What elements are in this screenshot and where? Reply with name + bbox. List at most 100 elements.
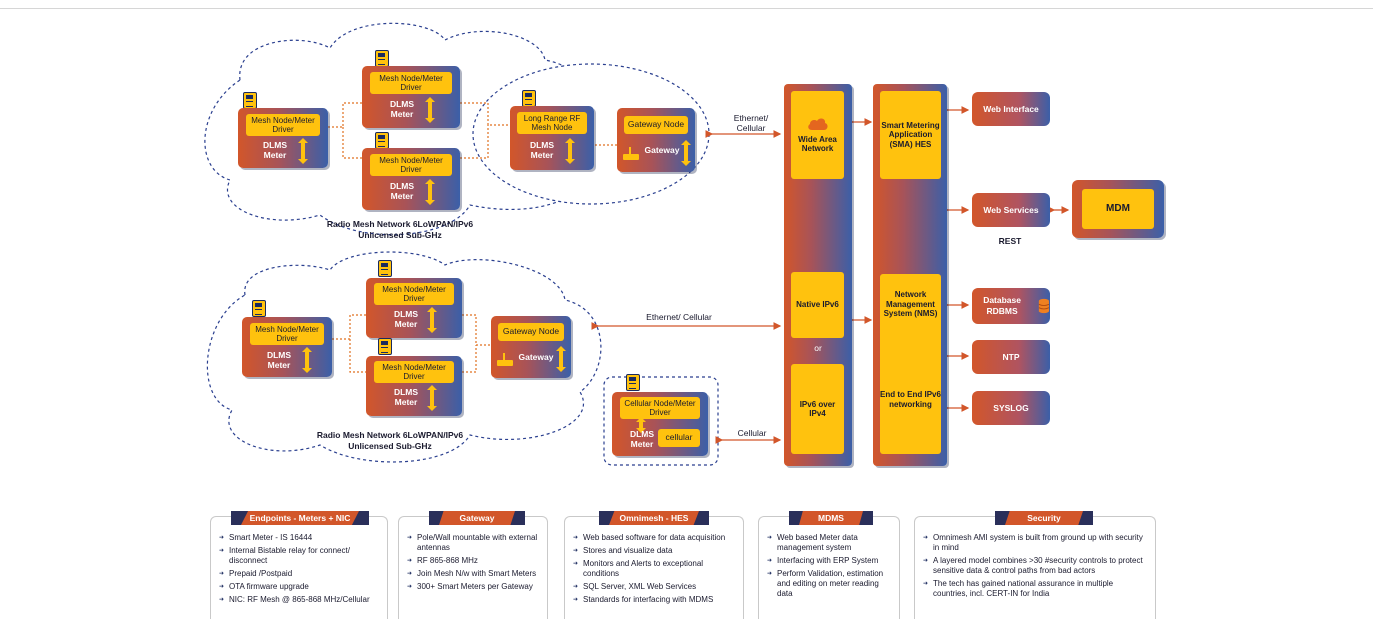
panel-title: Security <box>1005 511 1083 525</box>
mesh-node-label: Mesh Node/Meter Driver <box>374 283 454 305</box>
list-item: Perform Validation, estimation and editi… <box>767 569 893 599</box>
mesh-node-block: Mesh Node/Meter Driver DLMS Meter <box>366 278 462 338</box>
list-item: A layered model combines >30 #security c… <box>923 556 1149 576</box>
bidirectional-arrow-icon <box>302 347 312 373</box>
panel-title: MDMS <box>799 511 863 525</box>
mesh-node-label: Mesh Node/Meter Driver <box>250 323 324 345</box>
mesh-node-label: Mesh Node/Meter Driver <box>370 72 452 94</box>
router-icon <box>497 353 513 366</box>
list-item: Smart Meter - IS 16444 <box>219 533 381 543</box>
mesh-node-block: Mesh Node/Meter Driver DLMS Meter <box>362 148 460 210</box>
list-item: Prepaid /Postpaid <box>219 569 381 579</box>
panel-list: Web based Meter data management system I… <box>767 533 893 602</box>
panel-title: Gateway <box>439 511 515 525</box>
cloud-title: Radio Mesh Network 6LoWPAN/IPv6 <box>316 430 464 440</box>
panel-tab: Endpoints - Meters + NIC <box>231 511 369 525</box>
panel-tab: MDMS <box>789 511 873 525</box>
list-item: 300+ Smart Meters per Gateway <box>407 582 541 592</box>
web-interface-box: Web Interface <box>972 92 1050 126</box>
list-item: RF 865-868 MHz <box>407 556 541 566</box>
panel-tab: Security <box>995 511 1093 525</box>
bidirectional-arrow-icon <box>425 179 435 205</box>
cloud-label: Radio Mesh Network 6LoWPAN/IPv6 Unlicens… <box>300 430 480 452</box>
list-item: SQL Server, XML Web Services <box>573 582 737 592</box>
mdm-label: MDM <box>1082 189 1154 229</box>
bidirectional-arrow-icon <box>556 346 566 372</box>
mesh-node-label: Mesh Node/Meter Driver <box>374 361 454 383</box>
bidirectional-arrow-icon <box>427 307 437 333</box>
e2e-label: End to End IPv6 networking <box>880 390 941 409</box>
list-item: Omnimesh AMI system is built from ground… <box>923 533 1149 553</box>
dlms-meter-label: DLMS Meter <box>389 181 415 202</box>
bidirectional-arrow-icon <box>425 97 435 123</box>
bidirectional-arrow-icon <box>636 417 646 433</box>
wan-box: Wide Area Network <box>791 91 844 179</box>
connection-label: Ethernet/ Cellular <box>646 312 712 322</box>
long-range-node-label: Long Range RF Mesh Node <box>517 112 587 134</box>
cellular-label: cellular <box>658 429 700 447</box>
cloud-label: Radio Mesh Network 6LoWPAN/IPv6 Unlicens… <box>310 219 490 241</box>
list-item: Web based software for data acquisition <box>573 533 737 543</box>
panel-tab: Omnimesh - HES <box>599 511 709 525</box>
mesh-node-block: Mesh Node/Meter Driver DLMS Meter <box>366 356 462 416</box>
nms-box <box>880 274 941 454</box>
mesh-node-label: Mesh Node/Meter Driver <box>246 114 320 136</box>
or-label: or <box>814 343 822 353</box>
mesh-node-block: Mesh Node/Meter Driver DLMS Meter <box>238 108 328 168</box>
ntp-box: NTP <box>972 340 1050 374</box>
meter-icon <box>375 50 389 67</box>
web-services-box: Web Services <box>972 193 1050 227</box>
list-item: Pole/Wall mountable with external antenn… <box>407 533 541 553</box>
dlms-meter-label: DLMS Meter <box>389 99 415 120</box>
panel-title: Omnimesh - HES <box>609 511 699 525</box>
nms-label: Network Management System (NMS) <box>883 290 938 319</box>
syslog-box: SYSLOG <box>972 391 1050 425</box>
meter-icon <box>626 374 640 391</box>
cellular-node-label: Cellular Node/Meter Driver <box>620 397 700 419</box>
sma-box: Smart Metering Application (SMA) HES <box>880 91 941 179</box>
meter-icon <box>375 132 389 149</box>
gateway-node-block: Gateway Node Gateway <box>491 316 571 378</box>
meter-icon <box>243 92 257 109</box>
mesh-node-label: Mesh Node/Meter Driver <box>370 154 452 176</box>
bidirectional-arrow-icon <box>681 140 691 166</box>
meter-icon <box>252 300 266 317</box>
router-icon <box>623 147 639 160</box>
connection-label: Cellular <box>737 428 767 438</box>
list-item: NIC: RF Mesh @ 865-868 MHz/Cellular <box>219 595 381 605</box>
ipv6-over-ipv4-box: IPv6 over IPv4 <box>791 364 844 454</box>
list-item: OTA firmware upgrade <box>219 582 381 592</box>
panel-mdms: MDMS Web based Meter data management sys… <box>758 511 900 619</box>
dlms-meter-label: DLMS Meter <box>266 350 292 371</box>
database-box: Database RDBMS <box>972 288 1050 324</box>
gateway-node-block: Gateway Node Gateway <box>617 108 695 172</box>
gateway-node-label: Gateway Node <box>498 323 564 341</box>
mesh-node-block: Mesh Node/Meter Driver DLMS Meter <box>242 317 332 377</box>
gateway-label: Gateway <box>518 352 554 362</box>
panel-tab: Gateway <box>429 511 525 525</box>
dlms-meter-label: DLMS Meter <box>529 140 555 161</box>
list-item: Interfacing with ERP System <box>767 556 893 566</box>
dlms-meter-label: DLMS Meter <box>629 429 655 450</box>
meter-icon <box>522 90 536 107</box>
panel-list: Smart Meter - IS 16444 Internal Bistable… <box>219 533 381 608</box>
meter-icon <box>378 260 392 277</box>
panel-title: Endpoints - Meters + NIC <box>241 511 359 525</box>
list-item: Web based Meter data management system <box>767 533 893 553</box>
panel-gateway: Gateway Pole/Wall mountable with externa… <box>398 511 548 619</box>
database-icon <box>1038 298 1050 314</box>
connection-label: Ethernet/ Cellular <box>733 113 769 133</box>
panel-list: Pole/Wall mountable with external antenn… <box>407 533 541 595</box>
meter-icon <box>378 338 392 355</box>
list-item: Stores and visualize data <box>573 546 737 556</box>
panel-security: Security Omnimesh AMI system is built fr… <box>914 511 1156 619</box>
cloud-icon <box>807 118 828 130</box>
dlms-meter-label: DLMS Meter <box>262 140 288 161</box>
long-range-node-block: Long Range RF Mesh Node DLMS Meter <box>510 106 594 170</box>
mdm-block: MDM <box>1072 180 1164 238</box>
list-item: Monitors and Alerts to exceptional condi… <box>573 559 737 579</box>
mesh-node-block: Mesh Node/Meter Driver DLMS Meter <box>362 66 460 128</box>
panel-list: Omnimesh AMI system is built from ground… <box>923 533 1149 602</box>
cloud-title: Radio Mesh Network 6LoWPAN/IPv6 <box>326 219 474 229</box>
cellular-node-block: Cellular Node/Meter Driver DLMS Meter ce… <box>612 392 708 456</box>
